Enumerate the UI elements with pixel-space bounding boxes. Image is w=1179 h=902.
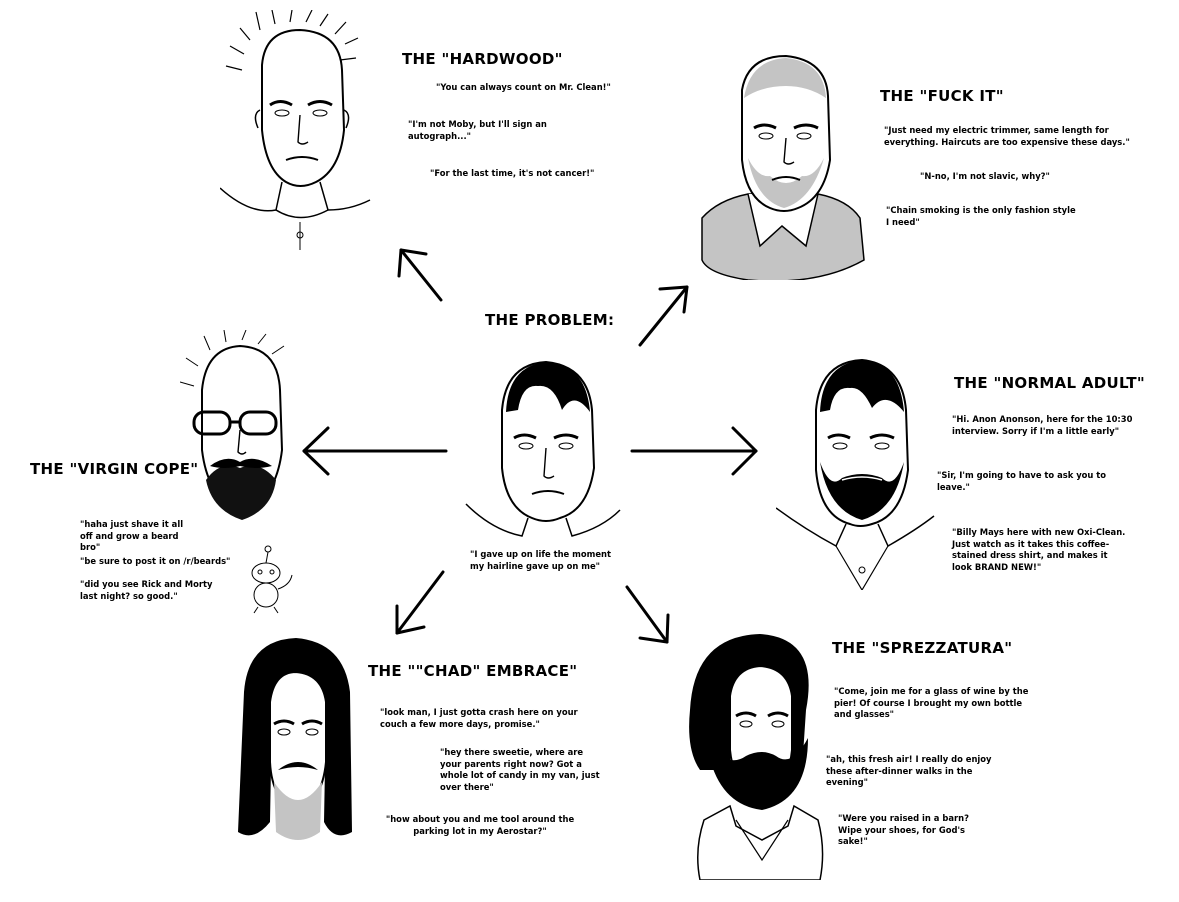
arrow-to-fuckit (638, 285, 689, 347)
sprezzatura-quote-2: "ah, this fresh air! I really do enjoy t… (826, 754, 992, 788)
sprezzatura-quote-3: "Were you raised in a barn? Wipe your sh… (838, 813, 969, 847)
fuckit-quote-2: "N-no, I'm not slavic, why?" (920, 171, 1050, 181)
hardwood-portrait (220, 10, 380, 250)
center-title: THE PROBLEM: (485, 311, 615, 329)
problem-portrait (462, 350, 622, 550)
arrow-to-virgin-cope (302, 426, 448, 476)
fuckit-quote-3: "Chain smoking is the only fashion style… (886, 205, 1076, 227)
hardwood-quote-3: "For the last time, it's not cancer!" (430, 168, 595, 178)
normaladult-portrait (776, 350, 936, 590)
normaladult-quote-2: "Sir, I'm going to have to ask you to le… (937, 470, 1107, 492)
chad-quote-3: "how about you and me tool around the pa… (385, 814, 575, 836)
hardwood-quote-1: "You can always count on Mr. Clean!" (436, 82, 611, 92)
arrow-to-chad (395, 570, 445, 635)
sprezzatura-portrait (680, 630, 830, 880)
virgincope-portrait (180, 330, 300, 530)
fuckit-portrait (698, 50, 868, 280)
fuckit-title: THE "FUCK IT" (880, 87, 1004, 105)
arrow-to-normal-adult (630, 426, 758, 476)
fuckit-quote-1: "Just need my electric trimmer, same len… (884, 125, 1130, 147)
virgincope-quote-1: "haha just shave it all off and grow a b… (80, 519, 184, 553)
reddit-alien-icon (240, 545, 300, 615)
hardwood-quote-2: "I'm not Moby, but I'll sign an autograp… (408, 119, 547, 141)
normaladult-quote-1: "Hi. Anon Anonson, here for the 10:30 in… (952, 414, 1133, 436)
virgincope-title: THE "VIRGIN COPE" (30, 460, 199, 478)
chad-quote-1: "look man, I just gotta crash here on yo… (380, 707, 578, 729)
chad-quote-2: "hey there sweetie, where are your paren… (440, 747, 600, 792)
chad-portrait (214, 632, 364, 852)
arrow-to-hardwood (397, 248, 443, 302)
center-quote: "I gave up on life the moment my hairlin… (470, 549, 611, 571)
arrow-to-sprezzatura (625, 585, 670, 644)
sprezzatura-quote-1: "Come, join me for a glass of wine by th… (834, 686, 1029, 720)
chad-title: THE ""CHAD" EMBRACE" (368, 662, 578, 680)
normaladult-quote-3: "Billy Mays here with new Oxi-Clean. Jus… (952, 527, 1126, 572)
virgincope-quote-3: "did you see Rick and Morty last night? … (80, 579, 213, 601)
hardwood-title: THE "HARDWOOD" (402, 50, 563, 68)
virgincope-quote-2: "be sure to post it on /r/beards" (80, 556, 231, 566)
sprezzatura-title: THE "SPREZZATURA" (832, 639, 1013, 657)
normaladult-title: THE "NORMAL ADULT" (954, 374, 1146, 392)
